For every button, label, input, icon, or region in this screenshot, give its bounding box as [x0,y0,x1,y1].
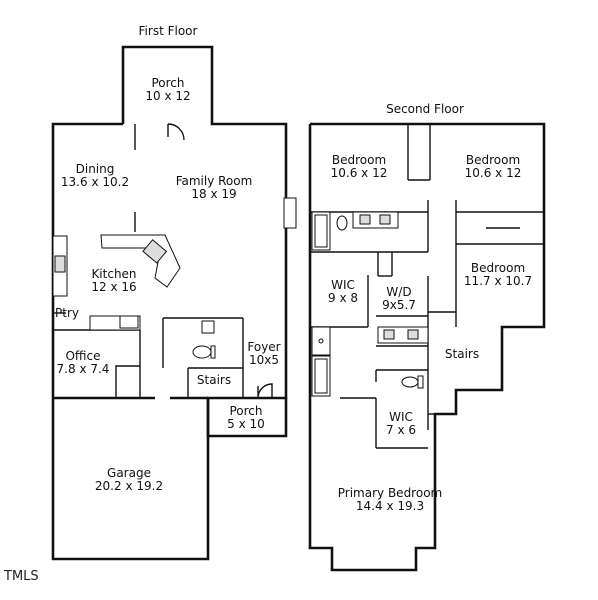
shower-drain [318,338,324,344]
porch-door [167,123,185,141]
refrigerator-icon [119,315,139,329]
porch-front-dims: 5 x 10 [227,417,265,431]
porch-front-name: Porch [229,404,262,418]
wic-primary-dims: 7 x 6 [386,423,416,437]
bathtub-inner [314,214,328,248]
foyer-name: Foyer [247,340,280,354]
kitchen-sink-icon [142,239,168,264]
garage-name: Garage [107,466,151,480]
pantry-name: Ptry [55,306,79,320]
first-floor-title: First Floor [139,24,198,38]
family-room-dims: 18 x 19 [191,187,236,201]
porch-top-dims: 10 x 12 [145,89,190,103]
foyer-dims: 10x5 [249,353,279,367]
sink-icon [407,329,419,340]
first-floor: First Floor [51,24,297,561]
wic-left-dims: 9 x 8 [328,291,358,305]
sink-icon [201,320,215,334]
porch-top-name: Porch [151,76,184,90]
primary-bedroom-name: Primary Bedroom [338,486,442,500]
garage-dims: 20.2 x 19.2 [95,479,163,493]
sink-icon [383,329,395,340]
mls-logo: TMLS [3,569,39,584]
bedroom-right-dims: 10.6 x 12 [465,166,522,180]
family-room-name: Family Room [176,174,253,188]
bedroom-mid-dims: 11.7 x 10.7 [464,274,532,288]
sink-icon [379,214,391,225]
stove-icon [54,255,66,273]
dining-dims: 13.6 x 10.2 [61,175,129,189]
second-floor: Second Floor [308,102,546,572]
primary-bedroom-dims: 14.4 x 19.3 [356,499,424,513]
laundry-dims: 9x5.7 [382,298,416,312]
bedroom-right-name: Bedroom [466,153,520,167]
wic-left-name: WIC [331,278,355,292]
bedroom-left-name: Bedroom [332,153,386,167]
sink-icon [359,214,371,225]
toilet-icon [401,376,419,388]
toilet-tank-icon [210,345,216,359]
window [283,197,297,229]
office-name: Office [65,349,100,363]
bedroom-left-dims: 10.6 x 12 [331,166,388,180]
kitchen-dims: 12 x 16 [91,280,136,294]
front-porch-wall [206,398,288,438]
bedroom-mid-name: Bedroom [471,261,525,275]
laundry-name: W/D [386,285,411,299]
stairs-label: Stairs [445,347,479,361]
dining-name: Dining [76,162,115,176]
second-floor-exterior-wall [308,122,546,572]
toilet-tank-icon [417,375,424,389]
stairs-label: Stairs [197,373,231,387]
toilet-icon [336,215,348,231]
toilet-icon [192,345,212,359]
office-dims: 7.8 x 7.4 [57,362,110,376]
wic-primary-name: WIC [389,410,413,424]
bathtub-inner [314,358,328,394]
kitchen-name: Kitchen [91,267,136,281]
second-floor-title: Second Floor [386,102,464,116]
